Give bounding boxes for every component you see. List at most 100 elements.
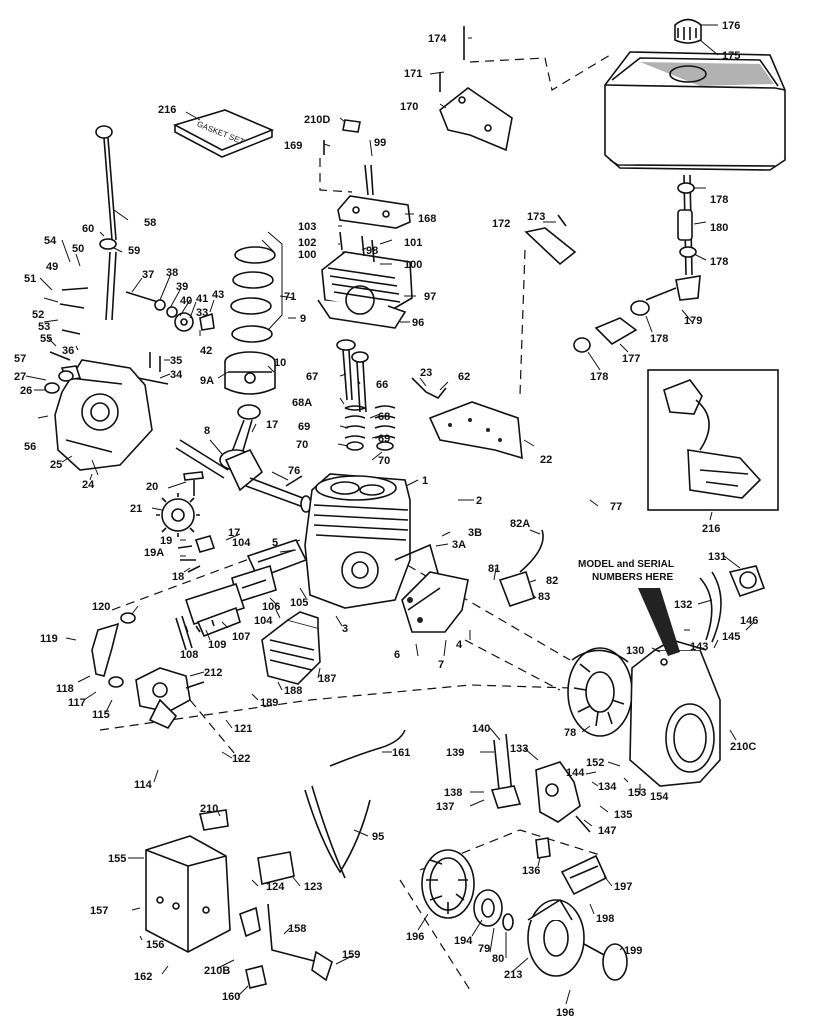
bracket-22 xyxy=(411,214,577,460)
callout-76: 76 xyxy=(288,465,300,477)
callout-178-lower-right: 178 xyxy=(650,333,668,345)
callout-71: 71 xyxy=(284,291,296,303)
callout-9A: 9A xyxy=(200,375,214,387)
valves xyxy=(336,339,396,451)
callout-9: 9 xyxy=(300,313,306,325)
callout-104-bottom: 104 xyxy=(254,615,273,627)
ignition-inset-box xyxy=(647,369,779,511)
callout-23: 23 xyxy=(420,367,432,379)
callout-97: 97 xyxy=(424,291,436,303)
callout-4: 4 xyxy=(456,639,463,651)
callout-102: 102 xyxy=(298,237,316,249)
callout-17-top: 17 xyxy=(266,419,278,431)
callout-133: 133 xyxy=(510,743,528,755)
callout-3B: 3B xyxy=(468,527,482,539)
callout-144: 144 xyxy=(566,767,585,779)
callout-70-right: 70 xyxy=(378,455,390,467)
callout-49: 49 xyxy=(46,261,58,273)
callout-27: 27 xyxy=(14,371,26,383)
callout-121: 121 xyxy=(234,723,252,735)
callout-117: 117 xyxy=(68,697,86,709)
callout-106: 106 xyxy=(262,601,280,613)
timing-gear xyxy=(156,471,204,537)
callout-199: 199 xyxy=(624,945,642,957)
callout-33: 33 xyxy=(196,307,208,319)
callout-68: 68 xyxy=(378,411,390,423)
callout-79: 79 xyxy=(478,943,490,955)
callout-177: 177 xyxy=(622,353,640,365)
leader-lines xyxy=(25,24,755,1005)
callout-labels: 174 176 175 171 170 216 210D 99 169 58 1… xyxy=(14,20,758,1019)
callout-36: 36 xyxy=(62,345,74,357)
callout-62: 62 xyxy=(458,371,470,383)
callout-174: 174 xyxy=(428,33,447,45)
callout-55: 55 xyxy=(40,333,52,345)
callout-101: 101 xyxy=(404,237,422,249)
governor-parts xyxy=(44,287,215,394)
callout-146: 146 xyxy=(740,615,758,627)
callout-175: 175 xyxy=(722,50,740,62)
callout-108: 108 xyxy=(180,649,198,661)
breather-assembly xyxy=(184,539,308,638)
callout-212: 212 xyxy=(204,667,222,679)
callout-157: 157 xyxy=(90,905,108,917)
callout-60: 60 xyxy=(82,223,94,235)
callout-152: 152 xyxy=(586,757,604,769)
callout-143: 143 xyxy=(690,641,708,653)
callout-104-top: 104 xyxy=(232,537,251,549)
callout-196-bottom: 196 xyxy=(556,1007,574,1019)
fuel-tank xyxy=(604,18,786,171)
callout-77: 77 xyxy=(610,501,622,513)
callout-159: 159 xyxy=(342,949,360,961)
callout-96: 96 xyxy=(412,317,424,329)
callout-59: 59 xyxy=(128,245,140,257)
model-serial-callout: MODEL and SERIAL NUMBERS HERE xyxy=(578,559,680,656)
callout-178-top: 178 xyxy=(710,194,728,206)
callout-154: 154 xyxy=(650,791,669,803)
dipstick xyxy=(95,125,117,241)
blower-side-plate xyxy=(401,571,469,633)
callout-18: 18 xyxy=(172,571,184,583)
callout-19A: 19A xyxy=(144,547,164,559)
callout-35: 35 xyxy=(170,355,182,367)
callout-216-inset: 216 xyxy=(702,523,720,535)
callout-171: 171 xyxy=(404,68,422,80)
callout-210B: 210B xyxy=(204,965,230,977)
control-parts-123 xyxy=(239,851,333,989)
callout-194: 194 xyxy=(454,935,473,947)
callout-210D: 210D xyxy=(304,114,330,126)
callout-140: 140 xyxy=(472,723,490,735)
callout-3A: 3A xyxy=(452,539,466,551)
gasket-set-box: GASKET SET xyxy=(172,109,275,158)
callout-67: 67 xyxy=(306,371,318,383)
model-serial-text-line2: NUMBERS HERE xyxy=(592,572,673,583)
callout-187: 187 xyxy=(318,673,336,685)
callout-120: 120 xyxy=(92,601,110,613)
model-serial-text-line1: MODEL and SERIAL xyxy=(578,559,674,570)
plate-168 xyxy=(337,119,411,229)
callout-8: 8 xyxy=(204,425,210,437)
callout-196-screen: 196 xyxy=(406,931,424,943)
callout-109: 109 xyxy=(208,639,226,651)
callout-155: 155 xyxy=(108,853,126,865)
callout-24: 24 xyxy=(82,479,95,491)
callout-1: 1 xyxy=(422,475,428,487)
callout-147: 147 xyxy=(598,825,616,837)
callout-198: 198 xyxy=(596,913,614,925)
blower-housing xyxy=(629,639,721,787)
callout-115: 115 xyxy=(92,709,110,721)
callout-10: 10 xyxy=(274,357,286,369)
callout-43: 43 xyxy=(212,289,224,301)
cylinder-head xyxy=(317,231,413,329)
callout-56: 56 xyxy=(24,441,36,453)
callout-130: 130 xyxy=(626,645,644,657)
callout-216-gasket: 216 xyxy=(158,104,176,116)
callout-66: 66 xyxy=(376,379,388,391)
callout-7: 7 xyxy=(438,659,444,671)
muffler xyxy=(261,611,321,685)
callout-82A: 82A xyxy=(510,518,530,530)
callout-51: 51 xyxy=(24,273,36,285)
callout-131: 131 xyxy=(708,551,726,563)
callout-179: 179 xyxy=(684,315,702,327)
